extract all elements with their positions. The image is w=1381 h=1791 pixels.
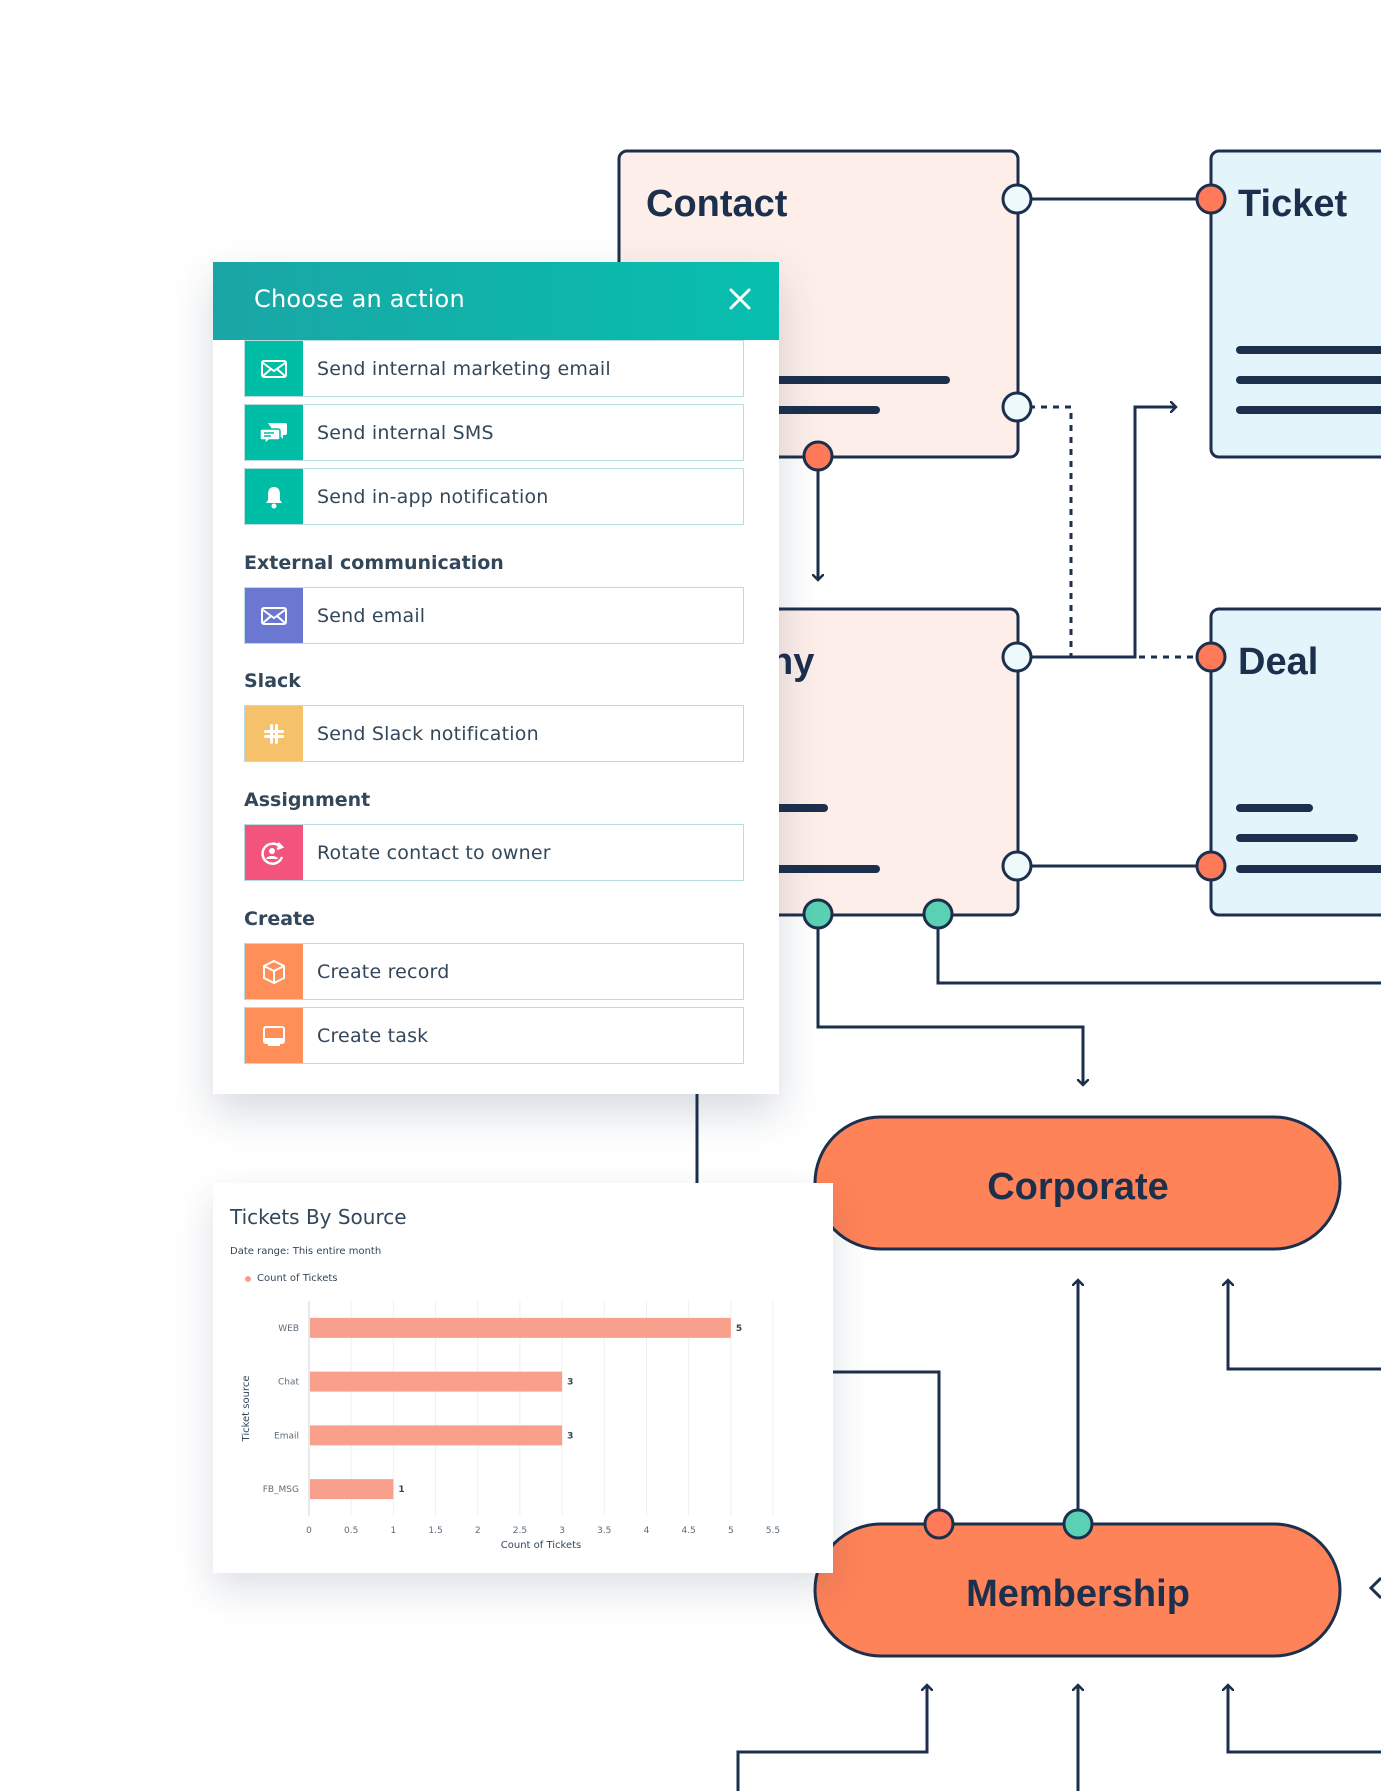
- bar[interactable]: [310, 1371, 563, 1392]
- bar-data-label: 3: [567, 1431, 573, 1441]
- membership-title: Membership: [966, 1573, 1190, 1615]
- tickets-by-source-report: Tickets By Source Date range: This entir…: [213, 1183, 833, 1573]
- company-port-right-top[interactable]: [1001, 641, 1033, 673]
- x-tick-label: 1.5: [428, 1526, 442, 1536]
- ticket-card[interactable]: Ticket: [1209, 149, 1381, 459]
- ticket-title: Ticket: [1238, 183, 1347, 225]
- contact-port-bottom[interactable]: [802, 440, 834, 472]
- rotate-user-icon: [245, 825, 303, 880]
- section-label-external: External communication: [244, 552, 504, 574]
- y-tick-label: FB_MSG: [263, 1485, 299, 1495]
- bell-icon: [245, 469, 303, 524]
- section-label-slack: Slack: [244, 670, 301, 692]
- action-send-internal-marketing-email[interactable]: Send internal marketing email: [244, 340, 744, 397]
- chat-bubbles-icon: [245, 405, 303, 460]
- contact-port-right-bottom[interactable]: [1001, 391, 1033, 423]
- close-icon: [729, 288, 751, 310]
- x-tick-label: 3: [559, 1526, 565, 1536]
- report-title: Tickets By Source: [230, 1205, 407, 1229]
- report-date-range: Date range: This entire month: [230, 1246, 382, 1257]
- corporate-title: Corporate: [987, 1166, 1169, 1208]
- action-send-slack-notification[interactable]: Send Slack notification: [244, 705, 744, 762]
- legend-swatch: [245, 1275, 251, 1282]
- action-create-task[interactable]: Create task: [244, 1007, 744, 1064]
- x-tick-label: 4.5: [681, 1526, 695, 1536]
- action-label: Send in-app notification: [317, 485, 549, 508]
- membership-port-left[interactable]: [923, 1508, 955, 1540]
- x-tick-label: 2: [475, 1526, 481, 1536]
- x-tick-label: 2.5: [513, 1526, 527, 1536]
- bar[interactable]: [310, 1479, 394, 1500]
- company-port-bottom-left[interactable]: [802, 898, 834, 930]
- membership-node[interactable]: Membership: [813, 1522, 1342, 1658]
- action-label: Send Slack notification: [317, 722, 539, 745]
- y-tick-label: Chat: [278, 1378, 300, 1388]
- connector-lines: [695, 197, 1381, 1791]
- close-button[interactable]: [723, 282, 757, 316]
- x-tick-label: 0: [306, 1526, 312, 1536]
- deal-port-left-top[interactable]: [1195, 641, 1227, 673]
- x-tick-label: 5.5: [766, 1526, 780, 1536]
- action-send-in-app-notification[interactable]: Send in-app notification: [244, 468, 744, 525]
- bar-data-label: 1: [398, 1485, 404, 1495]
- x-tick-label: 3.5: [597, 1526, 611, 1536]
- company-port-right-bottom[interactable]: [1001, 850, 1033, 882]
- deal-port-left-bottom[interactable]: [1195, 850, 1227, 882]
- panel-title: Choose an action: [254, 285, 465, 313]
- contact-port-right-top[interactable]: [1001, 183, 1033, 215]
- chart-legend: Count of Tickets: [245, 1273, 338, 1284]
- choose-action-panel: Choose an action Send internal marketing…: [213, 262, 779, 1094]
- legend-label: Count of Tickets: [257, 1273, 338, 1284]
- panel-header: Choose an action: [213, 262, 779, 340]
- contact-title: Contact: [646, 183, 788, 225]
- action-label: Send internal SMS: [317, 421, 494, 444]
- action-label: Create task: [317, 1024, 429, 1047]
- x-tick-label: 4: [644, 1526, 650, 1536]
- x-tick-label: 1: [390, 1526, 396, 1536]
- action-send-email[interactable]: Send email: [244, 587, 744, 644]
- task-icon: [245, 1008, 303, 1063]
- envelope-icon: [245, 341, 303, 396]
- section-label-assignment: Assignment: [244, 789, 371, 811]
- y-axis-title: Ticket source: [241, 1376, 252, 1443]
- slack-icon: [245, 706, 303, 761]
- company-port-bottom-right[interactable]: [922, 898, 954, 930]
- action-label: Create record: [317, 960, 450, 983]
- x-tick-label: 0.5: [344, 1526, 358, 1536]
- bar-data-label: 3: [567, 1378, 573, 1388]
- action-create-record[interactable]: Create record: [244, 943, 744, 1000]
- action-label: Rotate contact to owner: [317, 841, 551, 864]
- corporate-node[interactable]: Corporate: [813, 1115, 1342, 1251]
- deal-card[interactable]: Deal: [1209, 607, 1381, 917]
- deal-title: Deal: [1238, 641, 1318, 683]
- bar[interactable]: [310, 1317, 731, 1338]
- y-tick-label: WEB: [278, 1324, 299, 1334]
- bar-data-label: 5: [736, 1324, 742, 1334]
- action-send-internal-sms[interactable]: Send internal SMS: [244, 404, 744, 461]
- x-tick-label: 5: [728, 1526, 734, 1536]
- y-tick-label: Email: [274, 1431, 299, 1441]
- membership-port-center[interactable]: [1062, 1508, 1094, 1540]
- action-label: Send email: [317, 604, 426, 627]
- ticket-port-left[interactable]: [1195, 183, 1227, 215]
- bar[interactable]: [310, 1425, 563, 1446]
- dotted-association-line: [1017, 405, 1211, 659]
- action-label: Send internal marketing email: [317, 357, 611, 380]
- cube-icon: [245, 944, 303, 999]
- action-rotate-contact-to-owner[interactable]: Rotate contact to owner: [244, 824, 744, 881]
- section-label-create: Create: [244, 908, 315, 930]
- x-axis-title: Count of Tickets: [501, 1540, 582, 1551]
- envelope-icon: [245, 588, 303, 643]
